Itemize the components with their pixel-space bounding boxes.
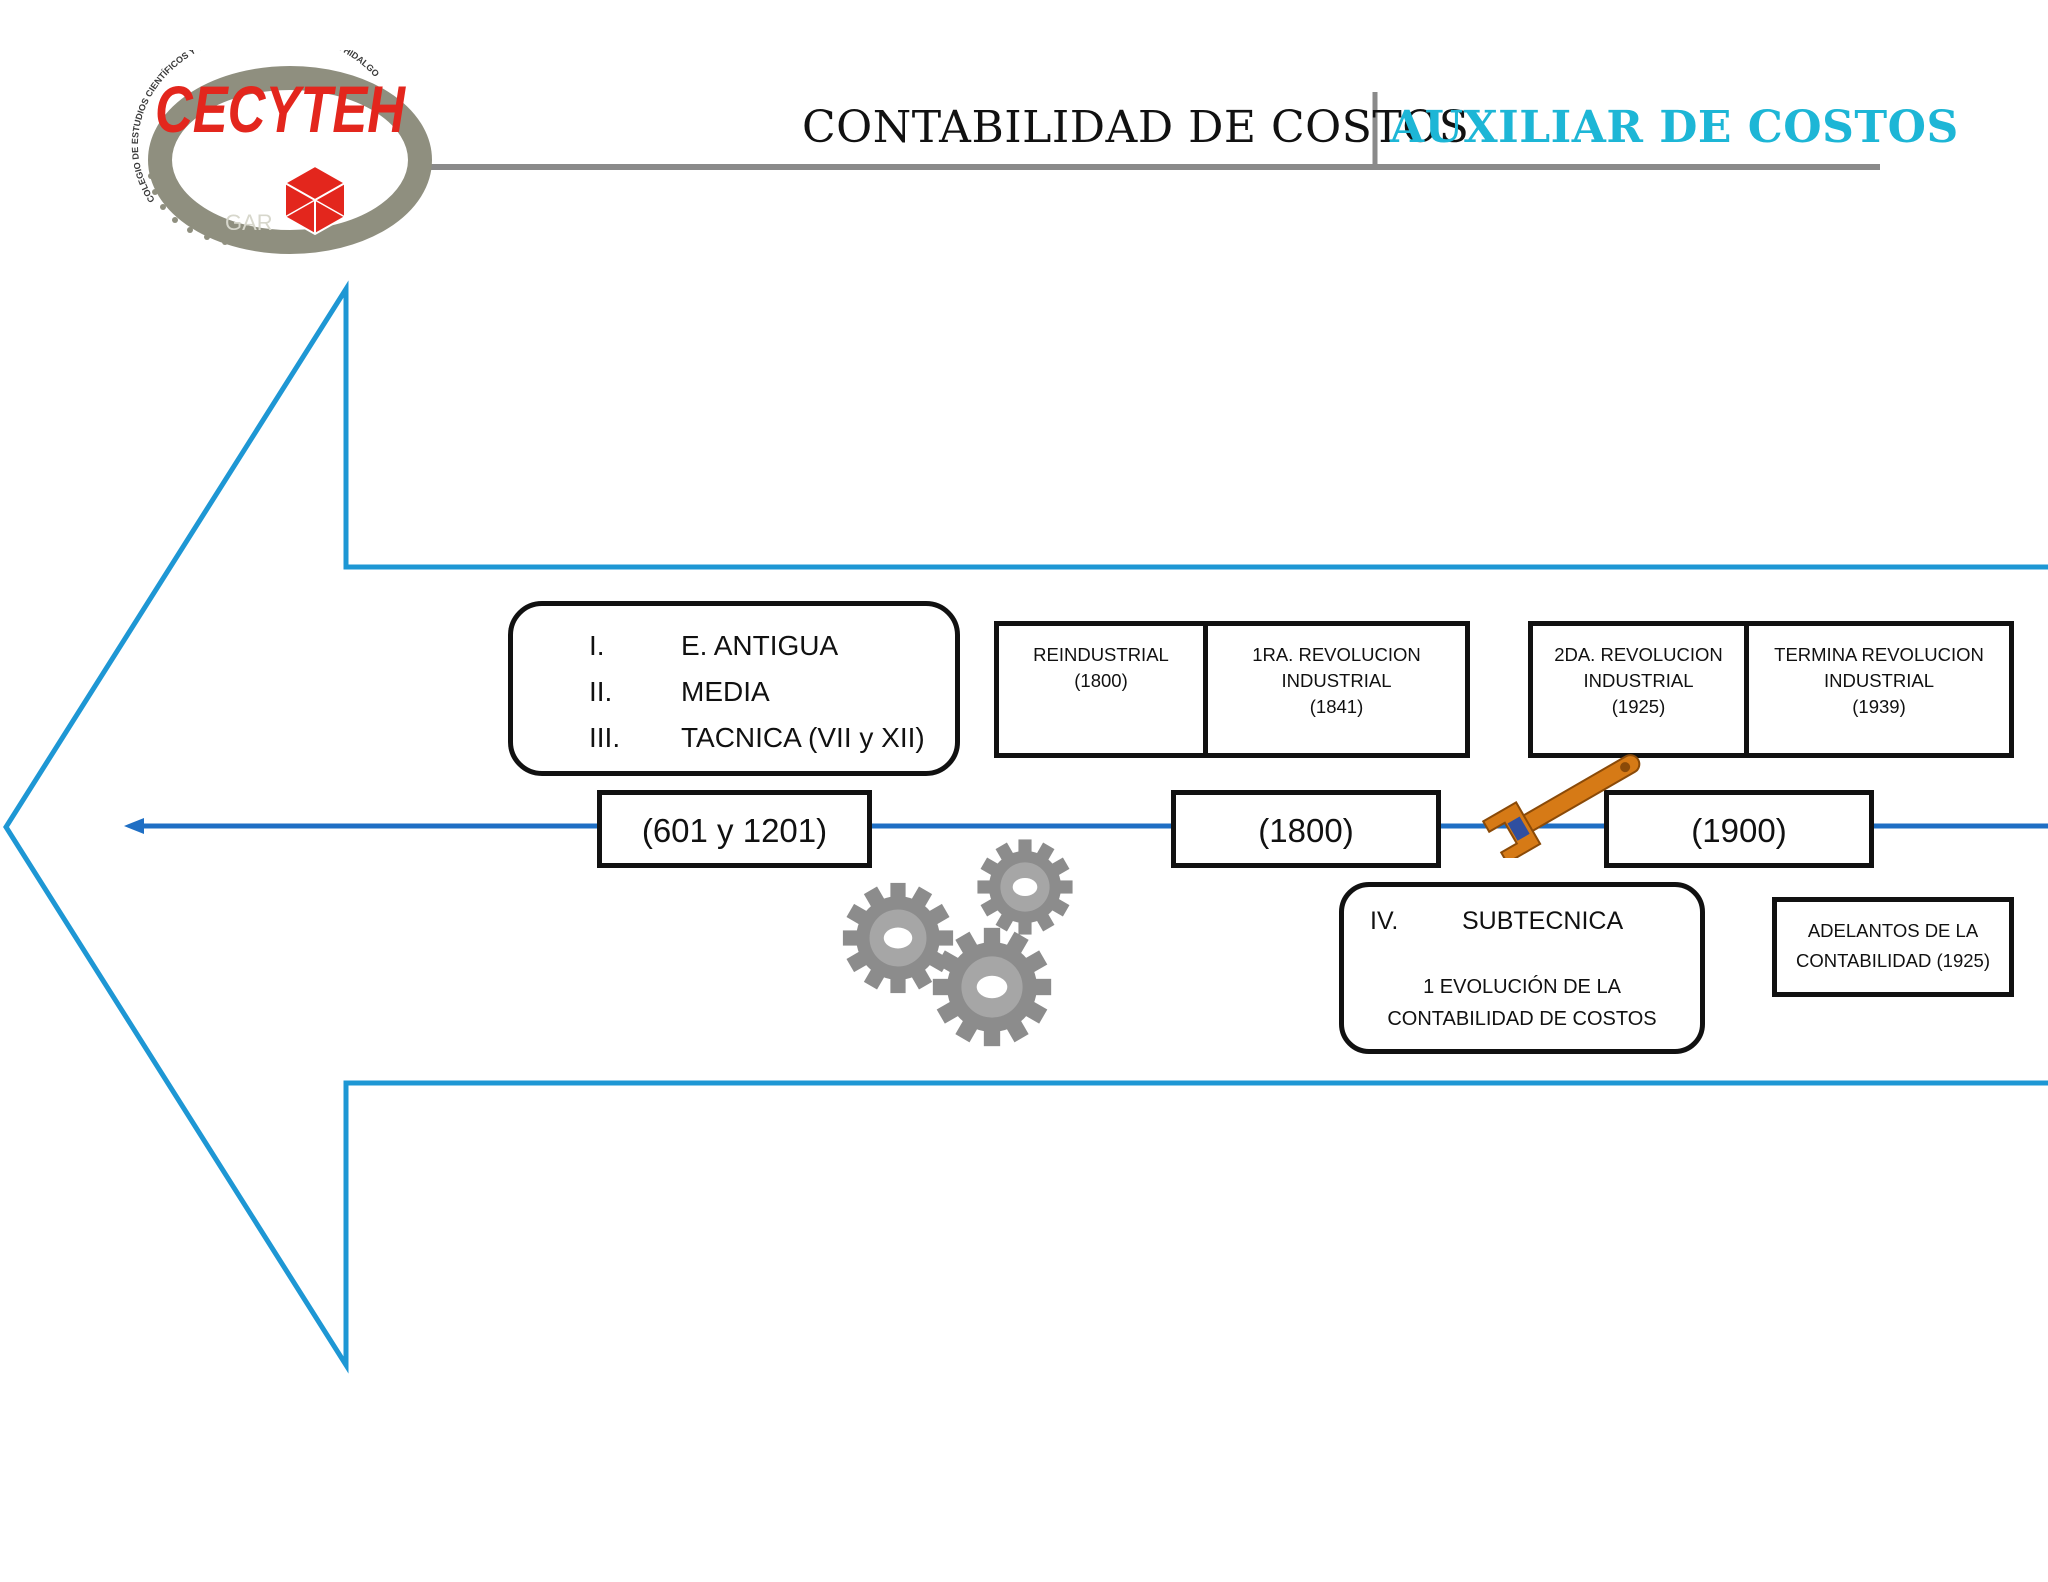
- event-box-first-revolution: 1RA. REVOLUCION INDUSTRIAL (1841): [1203, 621, 1470, 758]
- year-box: (1800): [1171, 790, 1441, 868]
- year-label: (1800): [1258, 812, 1354, 849]
- subtecnica-number: IV.: [1370, 907, 1399, 935]
- event-text: REINDUSTRIAL (1800): [1033, 644, 1169, 691]
- year-box: (1900): [1604, 790, 1874, 868]
- event-box-end-revolution: TERMINA REVOLUCION INDUSTRIAL (1939): [1744, 621, 2014, 758]
- logo-text: CECYTEH: [155, 72, 406, 146]
- event-text: TERMINA REVOLUCION INDUSTRIAL (1939): [1774, 644, 1984, 717]
- era-item: I. E. ANTIGUA: [589, 630, 955, 662]
- subtecnica-box: IV. SUBTECNICA 1 EVOLUCIÓN DE LA CONTABI…: [1339, 882, 1705, 1054]
- era-item: III. TACNICA (VII y XII): [589, 722, 955, 754]
- cecyteh-logo-icon: CECYTEH GAR COLEGIO DE ESTUDIOS CIENTÍFI…: [130, 50, 432, 254]
- timeline-arrowhead: [124, 818, 144, 834]
- era-number: III.: [589, 722, 621, 753]
- subtecnica-label: SUBTECNICA: [1462, 907, 1624, 935]
- year-label: (1900): [1691, 812, 1787, 849]
- era-label: MEDIA: [681, 676, 770, 707]
- event-box-accounting-advances: ADELANTOS DE LA CONTABILIDAD (1925): [1772, 897, 2014, 997]
- event-box-second-revolution: 2DA. REVOLUCION INDUSTRIAL (1925): [1528, 621, 1749, 758]
- era-item: II. MEDIA: [589, 676, 955, 708]
- wrench-icon: [1481, 754, 1641, 858]
- era-number: II.: [589, 676, 613, 707]
- subtecnica-description: 1 EVOLUCIÓN DE LA CONTABILIDAD DE COSTOS: [1387, 976, 1657, 1030]
- page-subtitle: AUXILIAR DE COSTOS: [1390, 102, 1959, 153]
- era-number: I.: [589, 630, 605, 661]
- era-label: TACNICA (VII y XII): [681, 722, 925, 753]
- gear-left: [842, 882, 954, 994]
- logo-polyhedron-icon: [284, 164, 346, 236]
- year-box: (601 y 1201): [597, 790, 872, 868]
- event-text: ADELANTOS DE LA CONTABILIDAD (1925): [1796, 920, 1990, 971]
- year-label: (601 y 1201): [641, 812, 828, 849]
- big-arrow-outline: [3, 280, 2048, 1374]
- eras-box: I. E. ANTIGUA II. MEDIA III. TACNICA (VI…: [508, 601, 960, 776]
- event-box-reindustrial: REINDUSTRIAL (1800): [994, 621, 1208, 758]
- gears-icon: [842, 839, 1073, 1047]
- gear-small: [977, 839, 1073, 935]
- page-title: CONTABILIDAD DE COSTOS: [802, 102, 1470, 153]
- event-text: 1RA. REVOLUCION INDUSTRIAL (1841): [1252, 644, 1421, 717]
- logo-subtext: GAR: [225, 210, 273, 235]
- era-label: E. ANTIGUA: [681, 630, 839, 661]
- event-text: 2DA. REVOLUCION INDUSTRIAL (1925): [1554, 644, 1723, 717]
